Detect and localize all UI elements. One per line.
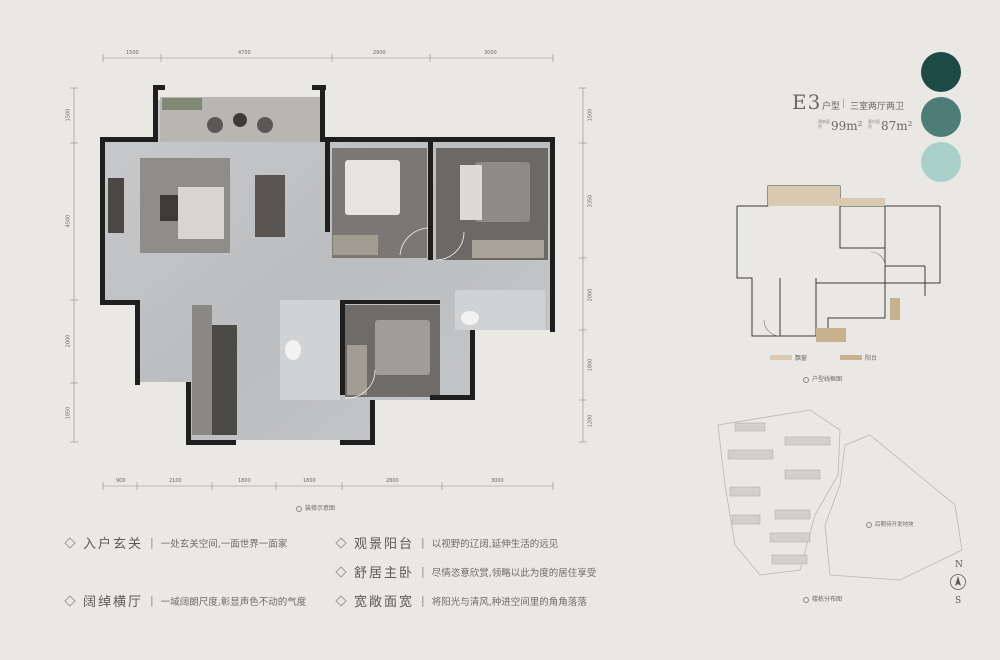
building-block xyxy=(731,514,761,525)
kitchen-counter xyxy=(192,305,212,435)
feature-master-bedroom: 舒居主卧 | 尽情恣意欣赏,领略以此为度的居住享受 xyxy=(335,562,596,581)
diamond-icon xyxy=(64,594,76,607)
bed-icon xyxy=(375,320,430,375)
dim-bottom-5: 2800 xyxy=(386,478,399,484)
color-swatch-dark xyxy=(921,52,961,92)
balcony-zone xyxy=(816,328,846,342)
diamond-icon xyxy=(335,536,347,549)
area-build-label: 建筑面积 xyxy=(818,119,830,129)
area-inner-label: 套内面积 xyxy=(868,119,880,129)
building-block xyxy=(784,436,831,446)
feature-entrance: 入户玄关 | 一处玄关空间,一面世界一面家 xyxy=(64,533,287,552)
site-caption: 楼栋分布图 xyxy=(803,594,842,603)
bay-window-zone xyxy=(840,198,885,206)
building-block xyxy=(774,509,811,520)
building-block xyxy=(771,554,808,565)
plan-drawing xyxy=(100,85,555,445)
toilet-icon xyxy=(285,340,301,360)
dim-bottom-6: 3000 xyxy=(491,478,504,484)
wardrobe xyxy=(333,235,378,255)
dim-bottom-4: 1800 xyxy=(303,478,316,484)
chair-icon xyxy=(257,117,273,133)
wardrobe xyxy=(472,240,544,258)
site-map xyxy=(717,409,963,581)
compass-icon xyxy=(950,574,966,590)
area-build-value: 99m² xyxy=(831,119,863,133)
legend-balcony-swatch xyxy=(840,355,862,360)
bay-window-zone xyxy=(768,186,840,206)
dining-table-icon xyxy=(255,175,285,237)
dim-bottom-1: 900 xyxy=(116,478,126,484)
caption-dot-icon xyxy=(803,376,809,383)
color-swatch-mid xyxy=(921,97,961,137)
compass-south-label: S xyxy=(955,596,962,606)
sofa-icon xyxy=(178,187,224,239)
dim-top-1: 1500 xyxy=(126,50,139,56)
title-separator: | xyxy=(842,99,846,109)
feature-living-room: 阔绰横厅 | 一域阔朗尺度,彰显声色不动的气度 xyxy=(64,591,306,610)
rug-icon xyxy=(460,165,482,220)
feature-separator: | xyxy=(150,536,154,549)
dim-bottom-2: 2100 xyxy=(169,478,182,484)
dim-top-2: 4700 xyxy=(238,50,251,56)
unit-label: 户型 xyxy=(822,102,841,112)
feature-balcony: 观景阳台 | 以视野的辽阔,延伸生活的远见 xyxy=(335,533,558,552)
wireframe-plan xyxy=(736,185,941,342)
feature-separator: | xyxy=(421,594,425,607)
bed-icon xyxy=(475,162,530,222)
feature-wide-frontage: 宽敞面宽 | 将阳光与清风,种进空间里的角角落落 xyxy=(335,591,587,610)
feature-separator: | xyxy=(421,565,425,578)
building-block xyxy=(727,449,774,460)
kitchen-counter xyxy=(212,325,237,435)
dim-top-3: 2900 xyxy=(373,50,386,56)
frame-caption: 户型线框图 xyxy=(803,374,842,383)
coffee-table-icon xyxy=(160,195,178,221)
tv-cabinet xyxy=(108,178,124,233)
wardrobe xyxy=(347,345,367,395)
toilet-icon xyxy=(461,311,479,325)
dim-top-4: 3000 xyxy=(484,50,497,56)
diamond-icon xyxy=(335,594,347,607)
color-swatch-light xyxy=(921,142,961,182)
layout-type: 三室两厅两卫 xyxy=(850,102,905,112)
building-block xyxy=(734,422,766,432)
balcony-zone xyxy=(890,298,900,320)
plan-caption: 装修示意图 xyxy=(296,503,335,512)
balcony-planter xyxy=(162,98,202,110)
dimension-lines xyxy=(70,54,587,490)
dim-bottom-3: 1800 xyxy=(238,478,251,484)
building-block xyxy=(729,486,761,497)
site-future-label: 后期待开发地块 xyxy=(866,520,914,528)
caption-dot-icon xyxy=(803,596,809,603)
feature-separator: | xyxy=(150,594,154,607)
compass-north-label: N xyxy=(955,560,963,570)
unit-code: E3 xyxy=(792,90,822,114)
site-dot-icon xyxy=(866,521,872,528)
bed-icon xyxy=(345,160,400,215)
chair-icon xyxy=(207,117,223,133)
legend-balcony-label: 阳台 xyxy=(865,355,878,362)
diamond-icon xyxy=(335,565,347,578)
area-inner-value: 87m² xyxy=(881,119,913,133)
caption-dot-icon xyxy=(296,505,302,512)
table-icon xyxy=(233,113,247,127)
building-block xyxy=(769,532,811,543)
building-block xyxy=(784,469,821,480)
legend-bay-window-label: 飘窗 xyxy=(795,355,808,362)
diamond-icon xyxy=(64,536,76,549)
feature-separator: | xyxy=(421,536,425,549)
legend-bay-window-swatch xyxy=(770,355,792,360)
